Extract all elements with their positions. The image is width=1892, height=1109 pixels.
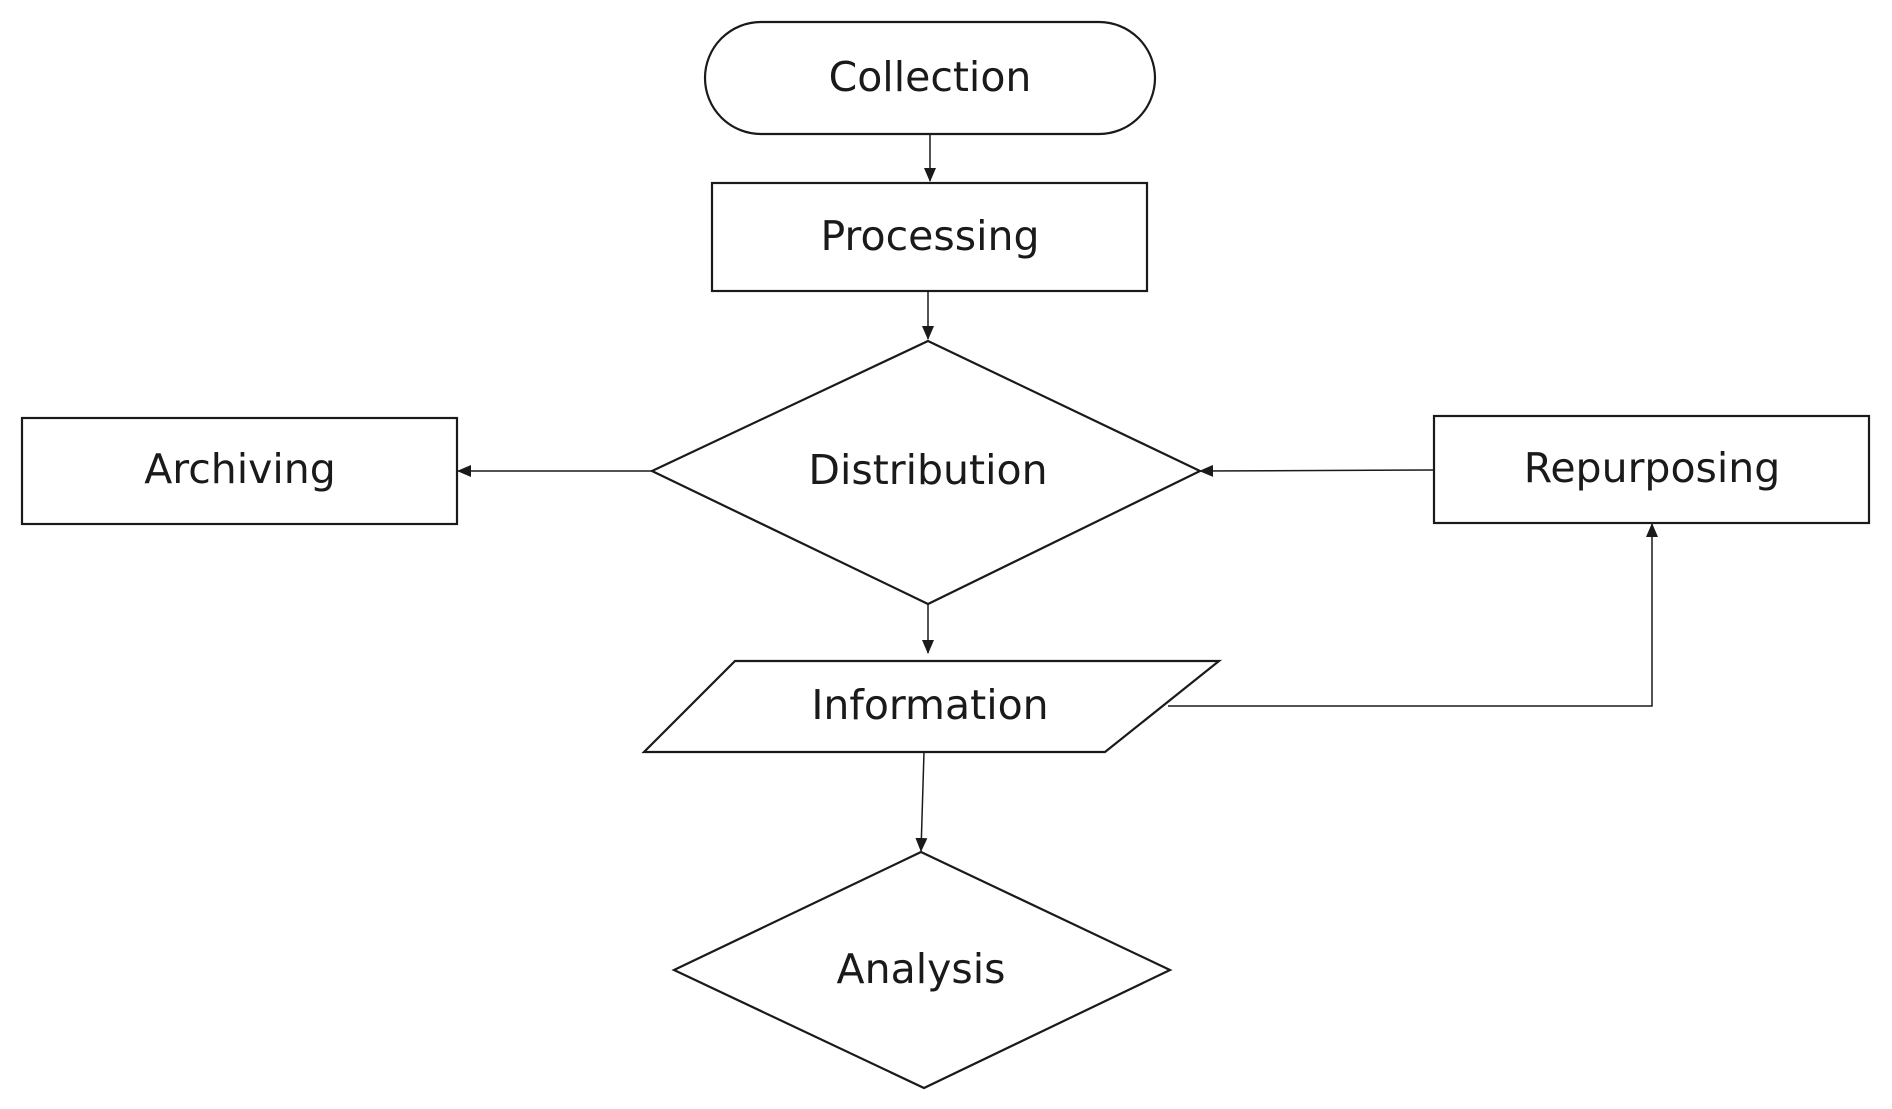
node-processing: Processing [710,181,1149,293]
edge-information-to-repurposing [1168,523,1658,707]
distribution-label: Distribution [808,446,1047,494]
edges [457,134,1658,852]
edge-information-to-analysis [915,751,928,852]
collection-label: Collection [829,53,1032,101]
edge-repurposing-to-distribution [1199,464,1435,477]
node-collection: Collection [703,20,1157,136]
node-information: Information [641,659,1223,754]
node-repurposing: Repurposing [1432,414,1871,525]
process-shape [710,181,1149,293]
processing-label: Processing [821,212,1040,260]
node-archiving: Archiving [20,416,459,526]
analysis-label: Analysis [837,945,1006,993]
decision-shape [671,850,1173,1090]
terminator-shape [703,20,1157,136]
information-label: Information [811,681,1048,729]
process-shape [20,416,459,526]
data-shape [641,659,1223,754]
archiving-label: Archiving [144,445,336,493]
process-shape [1432,414,1871,525]
repurposing-label: Repurposing [1524,444,1781,492]
decision-shape [649,339,1203,606]
node-analysis: Analysis [671,850,1173,1090]
node-distribution: Distribution [649,339,1203,606]
